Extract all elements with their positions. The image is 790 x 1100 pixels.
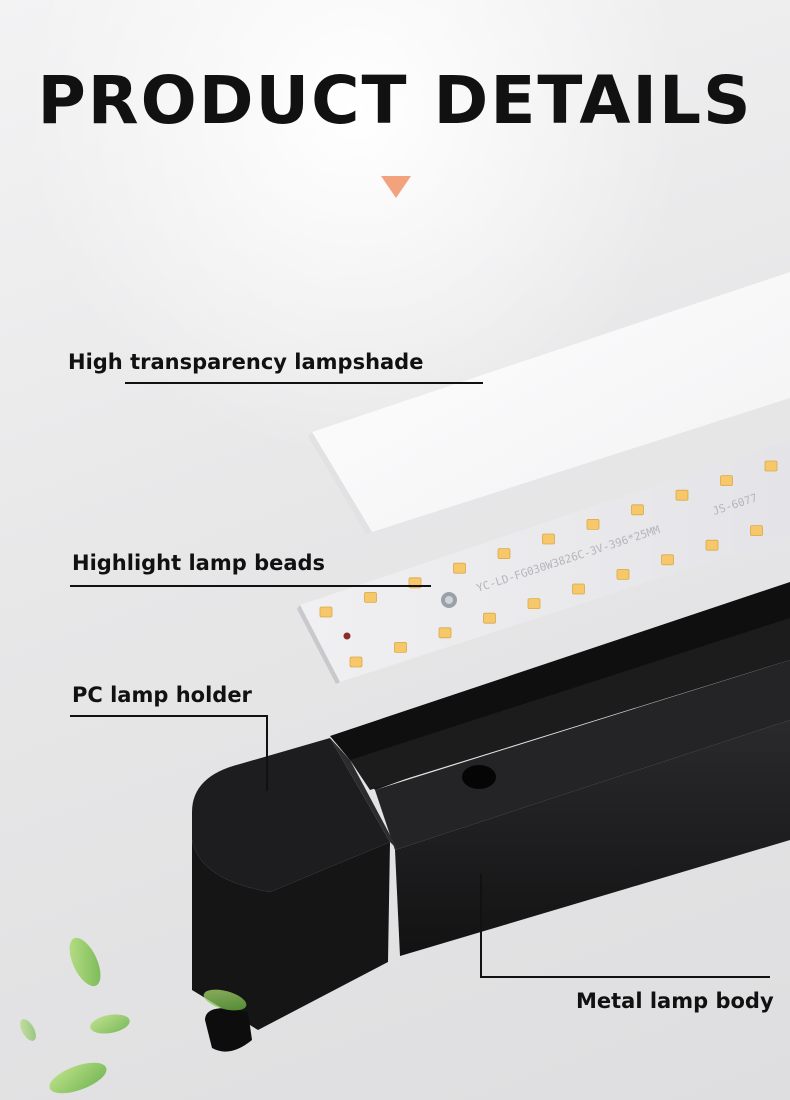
label-lamp-beads: Highlight lamp beads xyxy=(72,551,326,575)
led-bead xyxy=(453,562,466,574)
pc-lamp-holder xyxy=(192,738,398,1052)
metal-lamp-body xyxy=(330,582,790,956)
led-bead xyxy=(661,554,674,566)
led-bead xyxy=(483,612,496,624)
page-title: PRODUCT DETAILS xyxy=(37,62,753,139)
led-bead xyxy=(705,539,719,551)
led-bead xyxy=(394,642,407,653)
led-bead xyxy=(527,598,541,609)
leader-line-body-vertical xyxy=(480,874,482,978)
led-bead xyxy=(764,460,778,472)
led-bead xyxy=(438,627,452,639)
led-beads xyxy=(319,460,778,668)
led-bead xyxy=(586,519,600,530)
leader-line-holder xyxy=(70,715,268,717)
led-bead xyxy=(616,569,630,580)
led-bead xyxy=(497,548,511,559)
leaf-decorations xyxy=(20,937,247,1094)
led-pcb-strip: YC-LD-FG030W3826C-3V-396*25MM JS-6077 xyxy=(297,440,790,684)
led-bead xyxy=(319,606,333,618)
leader-line-body xyxy=(480,976,770,978)
leader-line-beads xyxy=(70,585,431,587)
leader-line-lampshade xyxy=(125,382,483,384)
label-lamp-holder: PC lamp holder xyxy=(72,683,252,707)
led-bead xyxy=(631,504,644,516)
led-bead xyxy=(675,489,689,501)
down-arrow-icon xyxy=(381,176,411,198)
led-bead xyxy=(720,475,733,487)
label-lamp-body: Metal lamp body xyxy=(576,989,774,1013)
label-lampshade: High transparency lampshade xyxy=(68,350,424,374)
led-bead xyxy=(349,656,363,668)
led-bead xyxy=(364,592,377,603)
lampshade-diffuser xyxy=(308,272,790,534)
led-bead xyxy=(572,583,585,595)
led-bead xyxy=(542,533,555,545)
led-bead xyxy=(750,525,763,536)
leader-line-holder-vertical xyxy=(266,715,268,791)
